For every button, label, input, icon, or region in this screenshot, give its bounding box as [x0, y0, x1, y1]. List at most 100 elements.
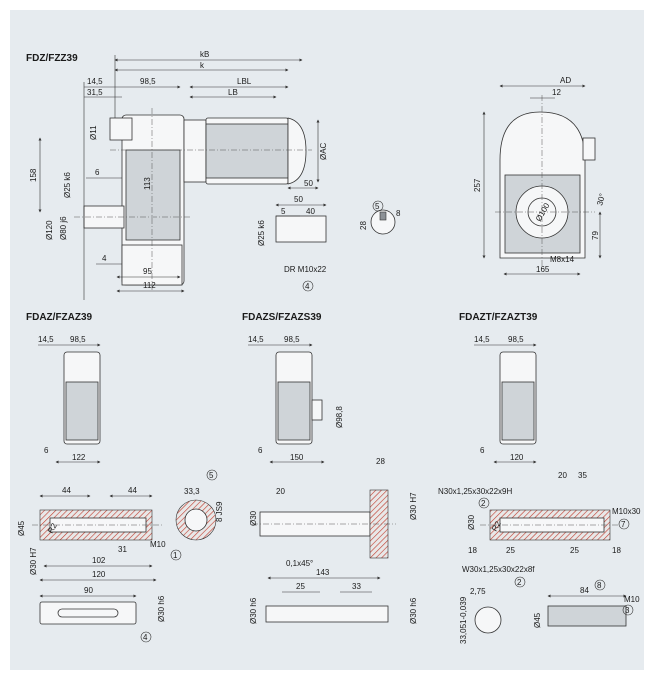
title-fdz: FDZ/FZZ39 [26, 53, 78, 64]
side-dim-79: 79 [591, 231, 600, 240]
spline-section [474, 606, 502, 634]
motor-flange [109, 117, 133, 141]
side-dim-257: 257 [473, 178, 482, 192]
fdz-side-view: AD 12 257 Ø100 30° 79 M8x14 165 [473, 76, 607, 276]
dim-d25k6: Ø25 k6 [63, 172, 72, 198]
ht-dim-20: 20 [558, 471, 567, 480]
callout-4 [302, 280, 314, 292]
ha-c4: 4 [143, 633, 148, 642]
ht-dim-2-75: 2,75 [470, 587, 486, 596]
adapter [183, 119, 207, 183]
key-dim-50: 50 [294, 195, 303, 204]
fdz-front-view: kB k LBL LB 14,5 98,5 31,5 Ø11 158 6 Ø25… [29, 50, 328, 300]
key-dim-5: 5 [281, 207, 286, 216]
key-c5: 5 [375, 202, 380, 211]
dim-31-5: 31,5 [87, 88, 103, 97]
ha-dim-44b: 44 [128, 486, 137, 495]
s-dim-d98-8: Ø98,8 [335, 406, 344, 428]
dim-158: 158 [29, 168, 38, 182]
side-dim-12: 12 [552, 88, 561, 97]
t-dim-6: 6 [480, 446, 485, 455]
ht-dim-18a: 18 [468, 546, 477, 555]
ht-dim-35: 35 [578, 471, 587, 480]
t-dim-98-5: 98,5 [508, 335, 524, 344]
t-dim-120: 120 [510, 453, 524, 462]
dim-50: 50 [304, 179, 313, 188]
key-dim-d25k6: Ø25 k6 [257, 220, 266, 246]
ha-dim-102: 102 [92, 556, 106, 565]
a-dim-6: 6 [44, 446, 49, 455]
hs-dim-d30h7: Ø30 H7 [409, 492, 418, 520]
ha-dim-d45: Ø45 [17, 520, 26, 536]
s-dim-14-5: 14,5 [248, 335, 264, 344]
dim-113: 113 [143, 177, 152, 190]
ht-c8: 8 [597, 581, 602, 590]
key-dim-8: 8 [396, 209, 401, 218]
hs-chamfer: 0,1x45° [286, 559, 313, 568]
ht-dim-33: 33,051-0,039 [459, 596, 468, 644]
ha-dim-44a: 44 [62, 486, 71, 495]
dim-112: 112 [143, 281, 156, 290]
key-dr-m10: DR M10x22 [284, 265, 327, 274]
terminal-box [582, 137, 596, 161]
s-dim-150: 150 [290, 453, 304, 462]
fdaz-view: 14,5 98,5 6 122 [38, 335, 101, 464]
key-c4: 4 [305, 282, 310, 291]
ht-dim-m10x30: M10x30 [612, 507, 641, 516]
title-fdazs: FDAZS/FZAZS39 [242, 312, 322, 323]
s-dim-6: 6 [258, 446, 263, 455]
callout-5 [372, 200, 384, 212]
ht-dim-18b: 18 [612, 546, 621, 555]
side-dim-AD: AD [560, 76, 571, 85]
ht-dim-m10: M10 [624, 595, 640, 604]
dim-d11: Ø11 [89, 125, 98, 140]
a-dim-122: 122 [72, 453, 86, 462]
hs-dim-28: 28 [376, 457, 385, 466]
fdazt-hollow-shaft: 20 35 N30x1,25x30x22x9H 2 Ø30 R2 M10x30 … [438, 471, 641, 644]
ht-dim-25b: 25 [570, 546, 579, 555]
ht-spline: N30x1,25x30x22x9H [438, 487, 512, 496]
ha-dim-31: 31 [118, 545, 127, 554]
a-dim-14-5: 14,5 [38, 335, 54, 344]
hs-dim-20: 20 [276, 487, 285, 496]
hs-dim-143: 143 [316, 568, 330, 577]
ht-dim-d45: Ø45 [533, 612, 542, 628]
dim-14-5: 14,5 [87, 77, 103, 86]
dim-k: k [200, 61, 205, 70]
ht-c7: 7 [621, 520, 626, 529]
motor-fins [205, 123, 289, 179]
dim-4: 4 [102, 254, 107, 263]
s-dim-98-5: 98,5 [284, 335, 300, 344]
ha-dim-33-3: 33,3 [184, 487, 200, 496]
fdazs-hollow-shaft: 20 28 Ø30 Ø30 H7 0,1x45° 143 25 33 Ø30 h… [249, 457, 418, 624]
ha-c5: 5 [209, 471, 214, 480]
t-dim-14-5: 14,5 [474, 335, 490, 344]
dim-98-5: 98,5 [140, 77, 156, 86]
key-slot [379, 211, 387, 221]
ht-c2: 2 [481, 499, 486, 508]
housing-shade [125, 149, 181, 241]
hs-dim-d30: Ø30 [249, 510, 258, 526]
dim-LBL: LBL [237, 77, 252, 86]
shaft-section [370, 209, 396, 235]
hs-dim-33: 33 [352, 582, 361, 591]
ht-dim-d30: Ø30 [467, 514, 476, 530]
dim-kB: kB [200, 50, 209, 59]
hs-dim-d30h6a: Ø30 h6 [249, 597, 258, 624]
title-fdazt: FDAZT/FZAZT39 [459, 312, 538, 323]
ha-dim-8js9: 8 JS9 [215, 501, 224, 522]
ht-c2b: 2 [517, 578, 522, 587]
key-detail: 50 5 40 Ø25 k6 DR M10x22 4 5 8 28 [257, 195, 401, 292]
motor-endcap [287, 117, 307, 185]
dim-LB: LB [228, 88, 238, 97]
key-dim-28: 28 [359, 221, 368, 230]
dim-d120: Ø120 [45, 220, 54, 240]
ht-dim-25a: 25 [506, 546, 515, 555]
fdaz-hollow-shaft: 44 44 Ø45 R2 Ø30 H7 31 M10 1 102 120 33,… [17, 469, 224, 643]
hs-shaft [265, 605, 389, 623]
ha-dim-120: 120 [92, 570, 106, 579]
ht-spline2: W30x1,25x30x22x8f [462, 565, 535, 574]
fdazt-view: 14,5 98,5 6 120 [474, 335, 537, 464]
